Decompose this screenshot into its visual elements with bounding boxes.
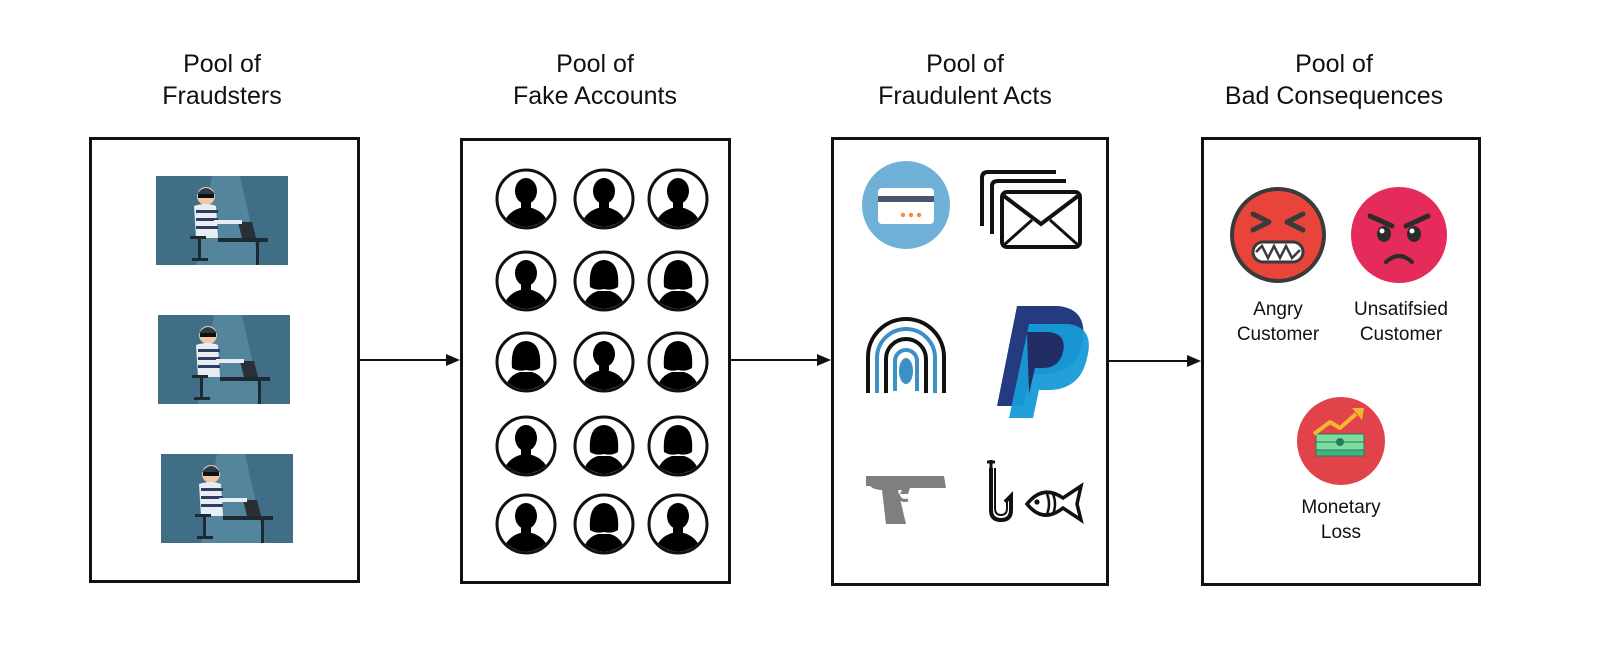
paypal-icon — [997, 306, 1089, 418]
hacker-at-laptop-icon — [158, 315, 290, 404]
heading-line1: Pool of — [556, 50, 634, 78]
heading-line2: Fraudulent Acts — [878, 82, 1052, 110]
arrow-acts-to-consequences — [1109, 355, 1201, 367]
unsatisfied-face-icon — [1351, 187, 1447, 283]
caption-line1: Monetary — [1301, 497, 1381, 518]
person-silhouette-icon — [495, 493, 557, 555]
caption-line2: Loss — [1320, 522, 1362, 543]
phishing-hook-icon — [987, 460, 1084, 524]
caption-line1: Unsatifsied — [1354, 299, 1448, 320]
heading-bad-consequences: Pool of Bad Consequences — [1174, 48, 1494, 112]
caption-line2: Customer — [1359, 324, 1443, 345]
heading-fraudsters: Pool of Fraudsters — [62, 48, 382, 112]
person-silhouette-icon — [647, 250, 709, 312]
person-silhouette-icon — [647, 415, 709, 477]
heading-fake-accounts: Pool of Fake Accounts — [435, 48, 755, 112]
person-silhouette-icon — [495, 415, 557, 477]
person-silhouette-icon — [495, 331, 557, 393]
person-silhouette-icon — [573, 415, 635, 477]
heading-line2: Bad Consequences — [1224, 82, 1444, 110]
person-silhouette-icon — [573, 250, 635, 312]
heading-line2: Fake Accounts — [513, 82, 677, 110]
person-silhouette-icon — [573, 168, 635, 230]
heading-line2: Fraudsters — [162, 82, 282, 110]
arrow-fraudsters-to-accounts — [360, 354, 460, 366]
person-silhouette-icon — [495, 168, 557, 230]
heading-line1: Pool of — [926, 50, 1004, 78]
hacker-at-laptop-icon — [156, 176, 288, 265]
arrow-accounts-to-acts — [731, 354, 831, 366]
heading-line1: Pool of — [183, 50, 261, 78]
angry-customer-label: Angry Customer — [1203, 297, 1353, 347]
person-silhouette-icon — [647, 168, 709, 230]
angry-face-icon — [1230, 187, 1326, 283]
heading-line1: Pool of — [1295, 50, 1373, 78]
person-silhouette-icon — [647, 331, 709, 393]
money-loss-icon — [1297, 397, 1385, 485]
person-silhouette-icon — [573, 331, 635, 393]
handgun-icon — [866, 476, 946, 524]
unsatisfied-customer-label: Unsatifsied Customer — [1326, 297, 1476, 347]
person-silhouette-icon — [573, 493, 635, 555]
mail-stack-icon — [980, 170, 1082, 249]
heading-fraudulent-acts: Pool of Fraudulent Acts — [805, 48, 1125, 112]
credit-card-icon — [862, 161, 950, 249]
person-silhouette-icon — [495, 250, 557, 312]
monetary-loss-label: Monetary Loss — [1266, 495, 1416, 545]
person-silhouette-icon — [647, 493, 709, 555]
hacker-at-laptop-icon — [161, 454, 293, 543]
fingerprint-icon — [866, 317, 946, 393]
caption-line2: Customer — [1236, 324, 1320, 345]
caption-line1: Angry — [1253, 299, 1303, 320]
